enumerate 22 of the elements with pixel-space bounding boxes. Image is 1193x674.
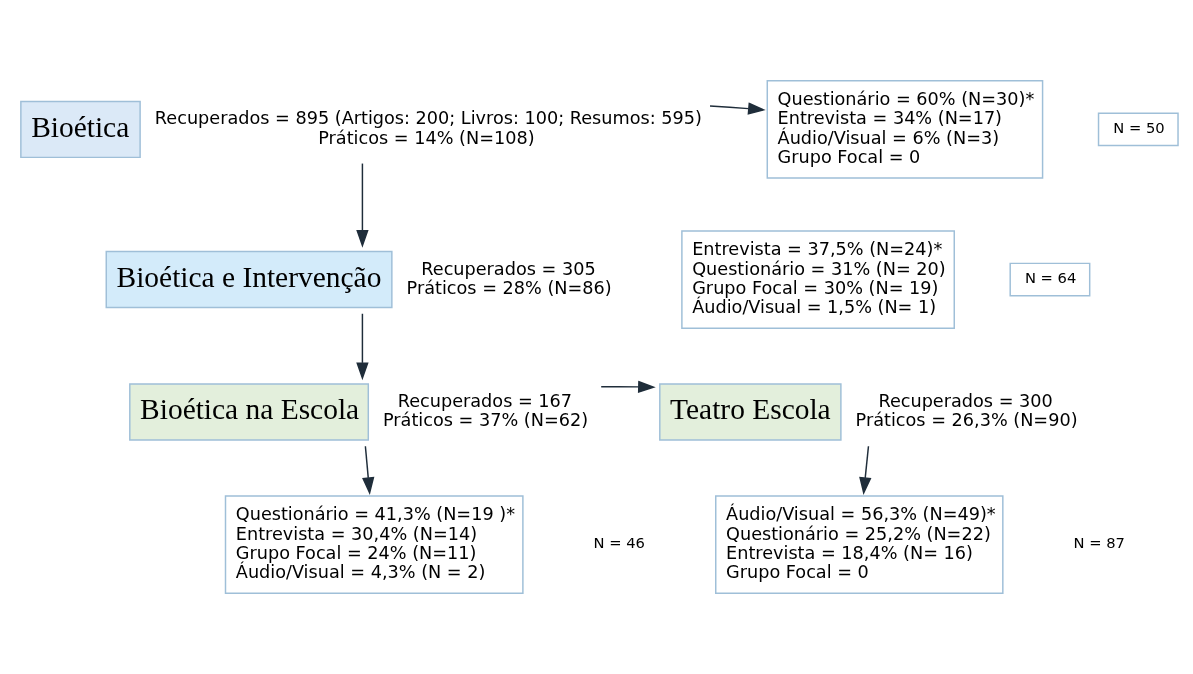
node-box: Questionário = 60% (N=30)* Entrevista = 34% (N=17) Áudio/Visual = 6% (N=3) Grupo Focal = 0 xyxy=(766,80,1044,179)
node-label: Práticos = 26,3% (N=90) xyxy=(855,410,1078,431)
node-box: Entrevista = 37,5% (N=24)* Questionário = 31% (N= 20) Grupo Focal = 30% (N= 19) Áudio/Visual = 1,5% (N= 1) xyxy=(681,230,955,329)
arrow xyxy=(356,162,369,248)
arrow xyxy=(356,313,369,381)
node-box: Questionário = 41,3% (N=19 )* Entrevista = 30,4% (N=14) Grupo Focal = 24% (N=11) Áudio/Visual = 4,3% (N = 2) xyxy=(224,495,524,594)
arrow xyxy=(600,380,656,394)
node-box: N = 64 xyxy=(1009,262,1091,297)
label: N = 46 xyxy=(593,534,645,552)
node-label: Práticos = 14% (N=108) xyxy=(318,127,535,148)
arrow xyxy=(362,445,375,495)
node-label: Recuperados = 305 xyxy=(421,258,596,279)
node-label: Recuperados = 167 xyxy=(397,391,573,412)
node-label: Recuperados = 300 xyxy=(878,391,1053,412)
arrow xyxy=(709,102,766,115)
node-label: Recuperados = 895 (Artigos: 200; Livros: 100; Resumos: 595) xyxy=(154,108,702,129)
node-label: Práticos = 37% (N=62) xyxy=(383,410,589,431)
node-label: Práticos = 28% (N=86) xyxy=(406,277,612,298)
node-box: Áudio/Visual = 56,3% (N=49)* Questionário = 25,2% (N=22) Entrevista = 18,4% (N= 16) Grupo Focal = 0 xyxy=(715,495,1004,594)
arrow xyxy=(859,445,872,495)
label: N = 87 xyxy=(1073,534,1125,552)
node-box: N = 50 xyxy=(1097,112,1179,147)
